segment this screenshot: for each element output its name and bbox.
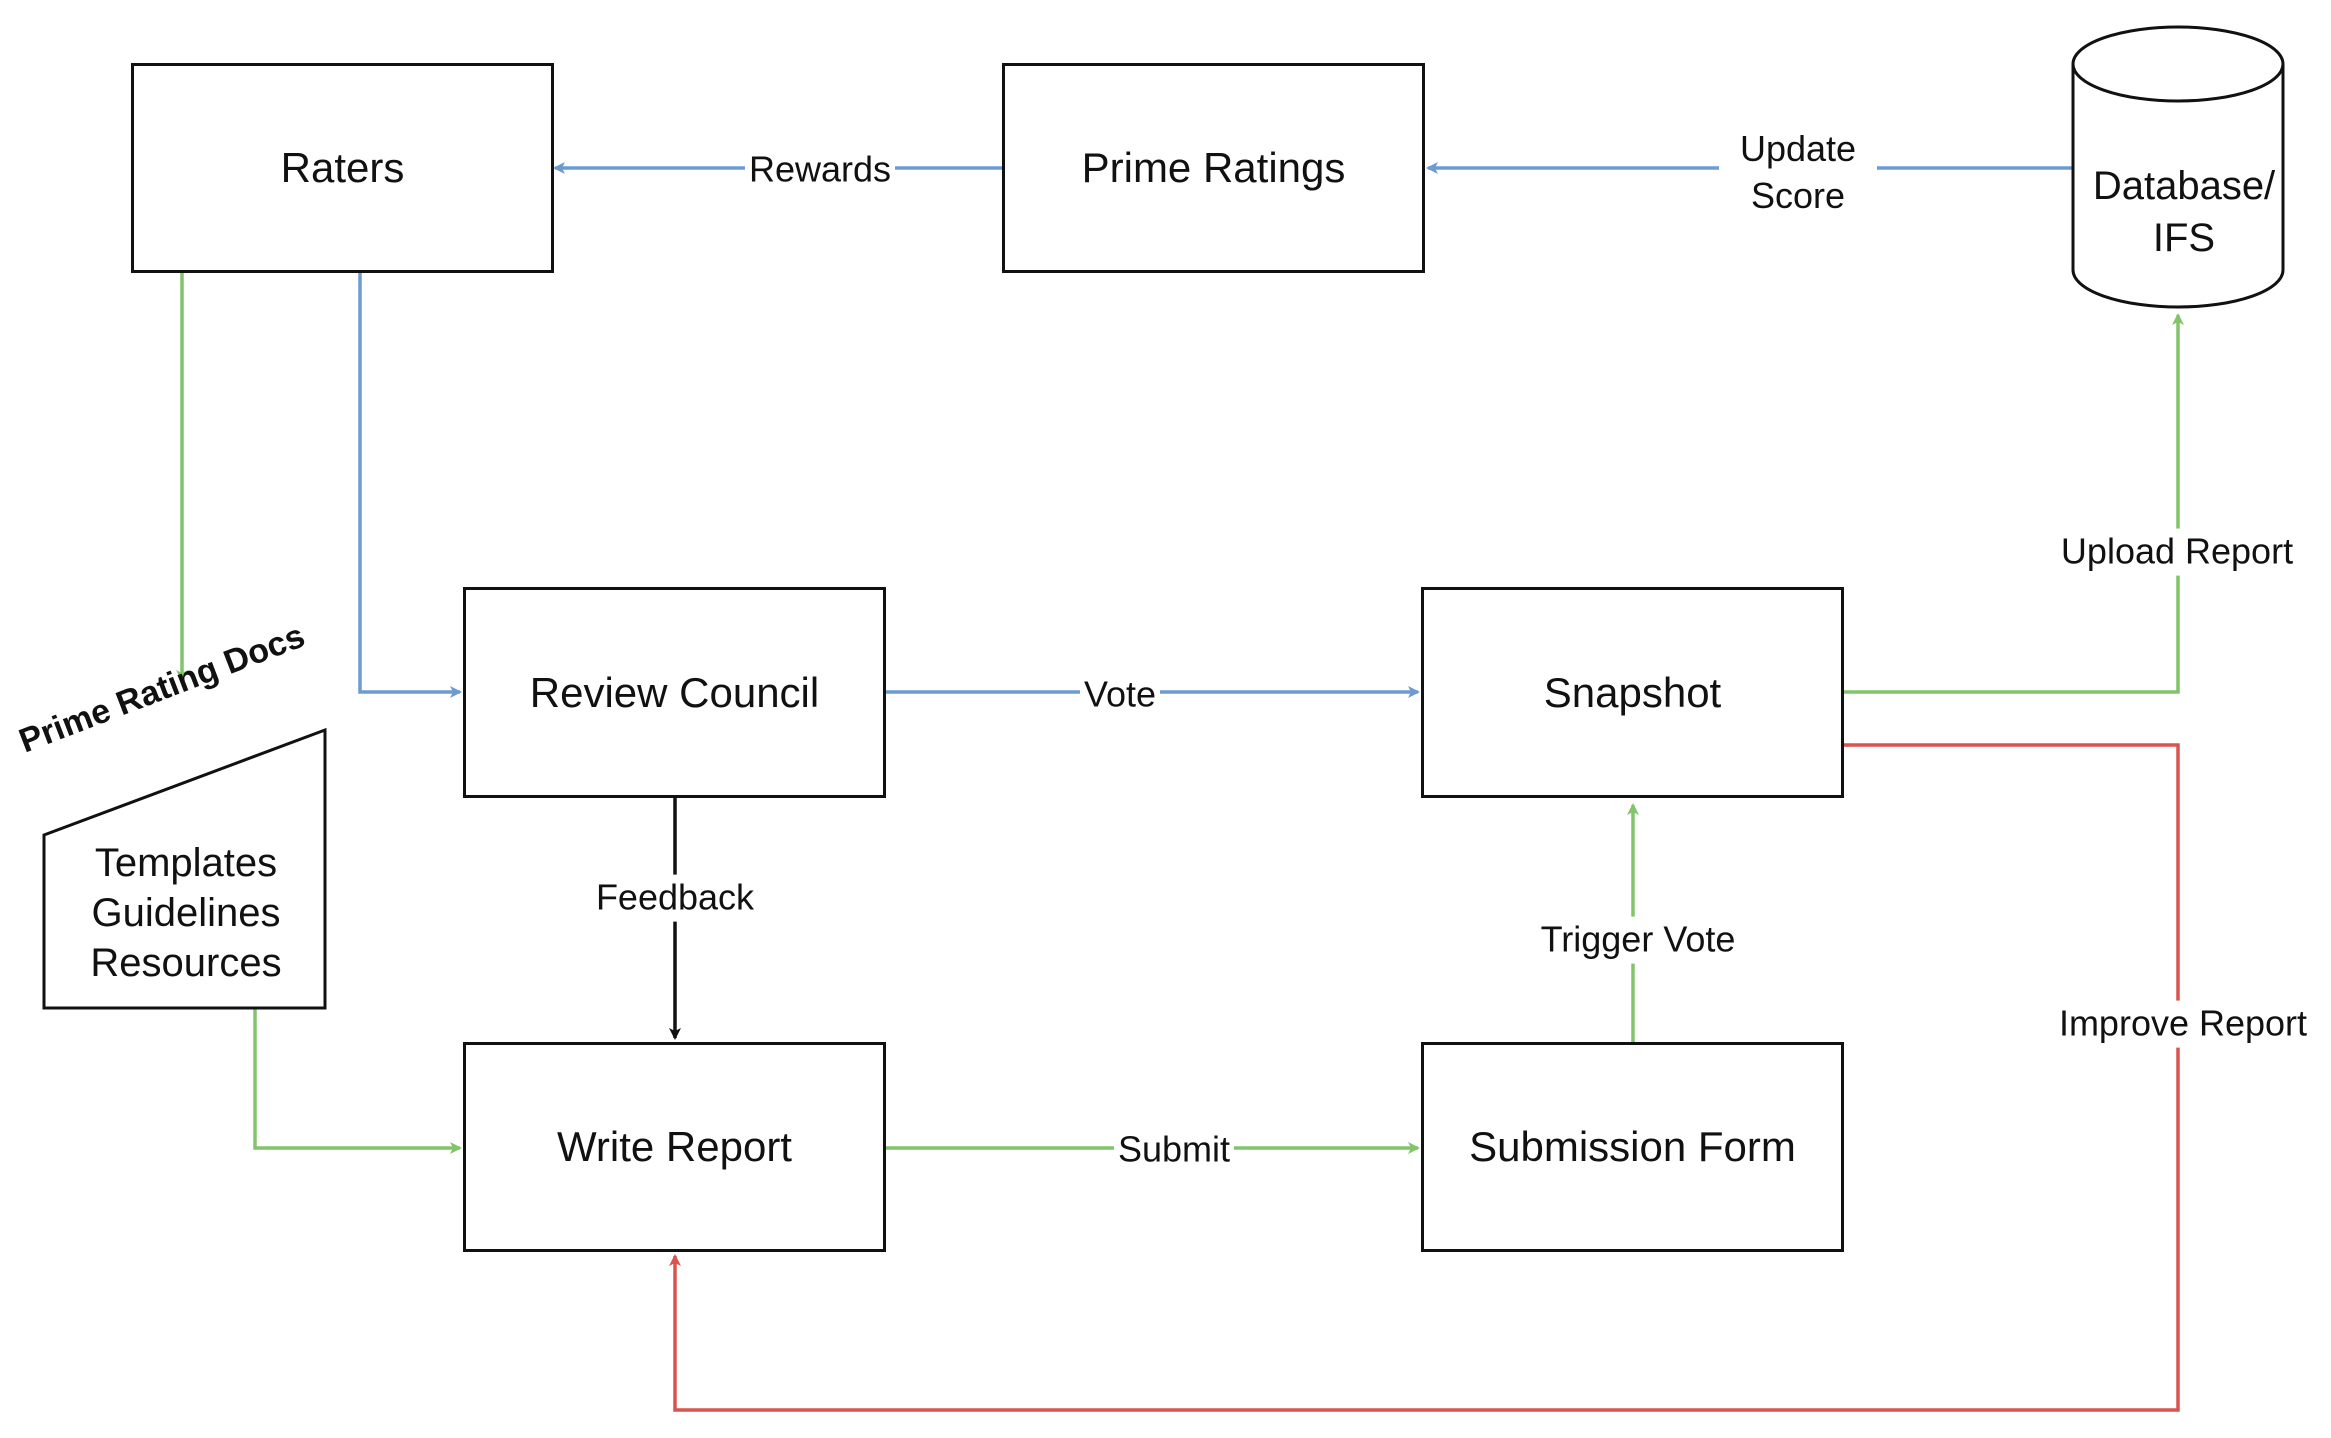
snapshot-node[interactable]: Snapshot	[1421, 587, 1844, 798]
edge-label-upload-report: Upload Report	[2056, 528, 2298, 576]
edge-label-feedback: Feedback	[591, 874, 759, 922]
edge-label-vote: Vote	[1079, 671, 1161, 719]
docs-line-templates: Templates	[94, 841, 278, 885]
review-council-node[interactable]: Review Council	[463, 587, 886, 798]
update-score-line1: Update	[1739, 128, 1857, 170]
database-node-label[interactable]: Database/ IFS	[2076, 160, 2292, 264]
edge-improve-report	[669, 743, 2180, 1412]
database-cylinder-icon	[2071, 25, 2285, 309]
docs-line-guidelines: Guidelines	[91, 891, 281, 935]
edge-upload-report	[1843, 313, 2184, 694]
raters-node[interactable]: Raters	[131, 63, 554, 273]
edge-label-submit: Submit	[1113, 1126, 1235, 1174]
edge-raters-to-review-council	[358, 273, 462, 698]
prime-ratings-node[interactable]: Prime Ratings	[1002, 63, 1425, 273]
write-report-node[interactable]: Write Report	[463, 1042, 886, 1252]
database-label-line2: IFS	[2152, 216, 2216, 260]
edge-label-update-score: Update Score	[1719, 126, 1877, 220]
edge-label-rewards: Rewards	[744, 146, 896, 194]
update-score-line2: Score	[1750, 175, 1846, 216]
docs-shape	[42, 727, 327, 1010]
submission-form-node[interactable]: Submission Form	[1421, 1042, 1844, 1252]
docs-line-resources: Resources	[90, 941, 282, 985]
docs-node[interactable]: Templates Guidelines Resources	[46, 838, 326, 988]
database-label-line1: Database/	[2092, 164, 2276, 208]
edge-label-trigger-vote: Trigger Vote	[1536, 916, 1740, 964]
edge-label-improve-report: Improve Report	[2054, 1000, 2312, 1048]
edge-docs-to-write-report	[253, 1008, 462, 1154]
